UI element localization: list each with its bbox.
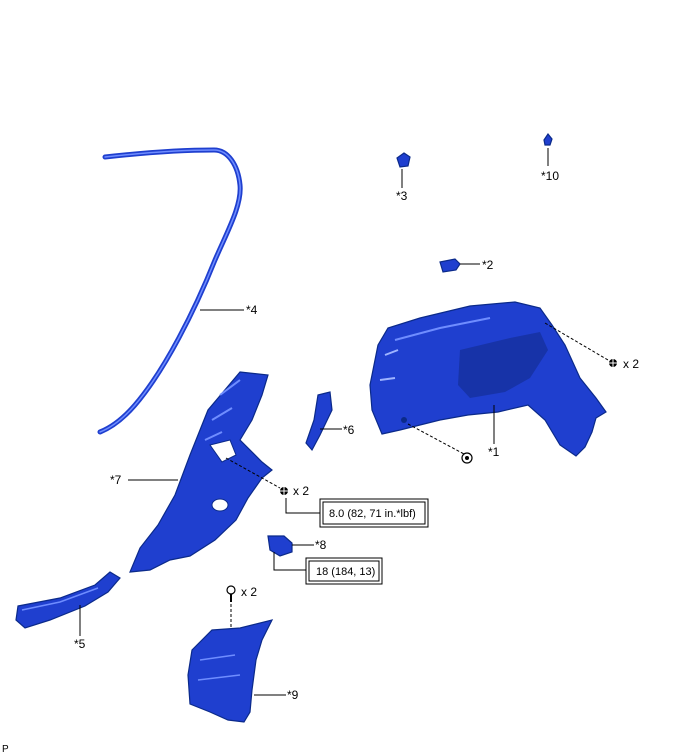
torque-spec-1: 8.0 (82, 71 in.*lbf)	[319, 498, 429, 528]
corner-label: P	[2, 744, 9, 755]
torque-spec-2: 18 (184, 13)	[305, 557, 383, 585]
quantity-right: x 2	[623, 357, 639, 371]
callout-5: *5	[74, 637, 86, 651]
part-6-garnish	[305, 391, 333, 452]
callout-10: *10	[541, 169, 559, 183]
quantity-bottom: x 2	[241, 585, 257, 599]
bolt-bottom	[226, 585, 236, 602]
callout-2: *2	[482, 258, 494, 272]
part-2-cover	[439, 258, 461, 273]
callout-6: *6	[343, 423, 355, 437]
part-10-clip	[543, 132, 553, 146]
callout-9: *9	[287, 688, 299, 702]
callout-8: *8	[315, 538, 327, 552]
callout-4: *4	[246, 303, 258, 317]
dash-line-bolt-right	[544, 322, 609, 361]
bolt-right	[609, 359, 617, 367]
callout-1: *1	[488, 445, 500, 459]
dash-line-clip-bottom	[407, 423, 465, 455]
quantity-mid: x 2	[293, 484, 309, 498]
part-8-bracket	[267, 535, 293, 557]
callout-3: *3	[396, 189, 408, 203]
torque-spec-2-text: 18 (184, 13)	[316, 566, 375, 578]
part-4-weatherstrip	[97, 147, 243, 435]
part-1-quarter-trim-panel	[369, 301, 607, 457]
bolt-mid	[280, 487, 288, 495]
torque-spec-1-text: 8.0 (82, 71 in.*lbf)	[329, 508, 416, 520]
part-5-scuff-plate	[15, 571, 121, 629]
leader-torque-2	[273, 552, 306, 571]
part-3-clip	[396, 152, 411, 168]
leader-torque-1	[285, 498, 320, 514]
clip-bottom	[461, 452, 473, 464]
part-7-pillar-garnish	[129, 371, 273, 573]
part-9-lower-trim	[187, 619, 274, 723]
dash-line-bolt-mid	[225, 457, 281, 489]
callout-7: *7	[110, 473, 122, 487]
